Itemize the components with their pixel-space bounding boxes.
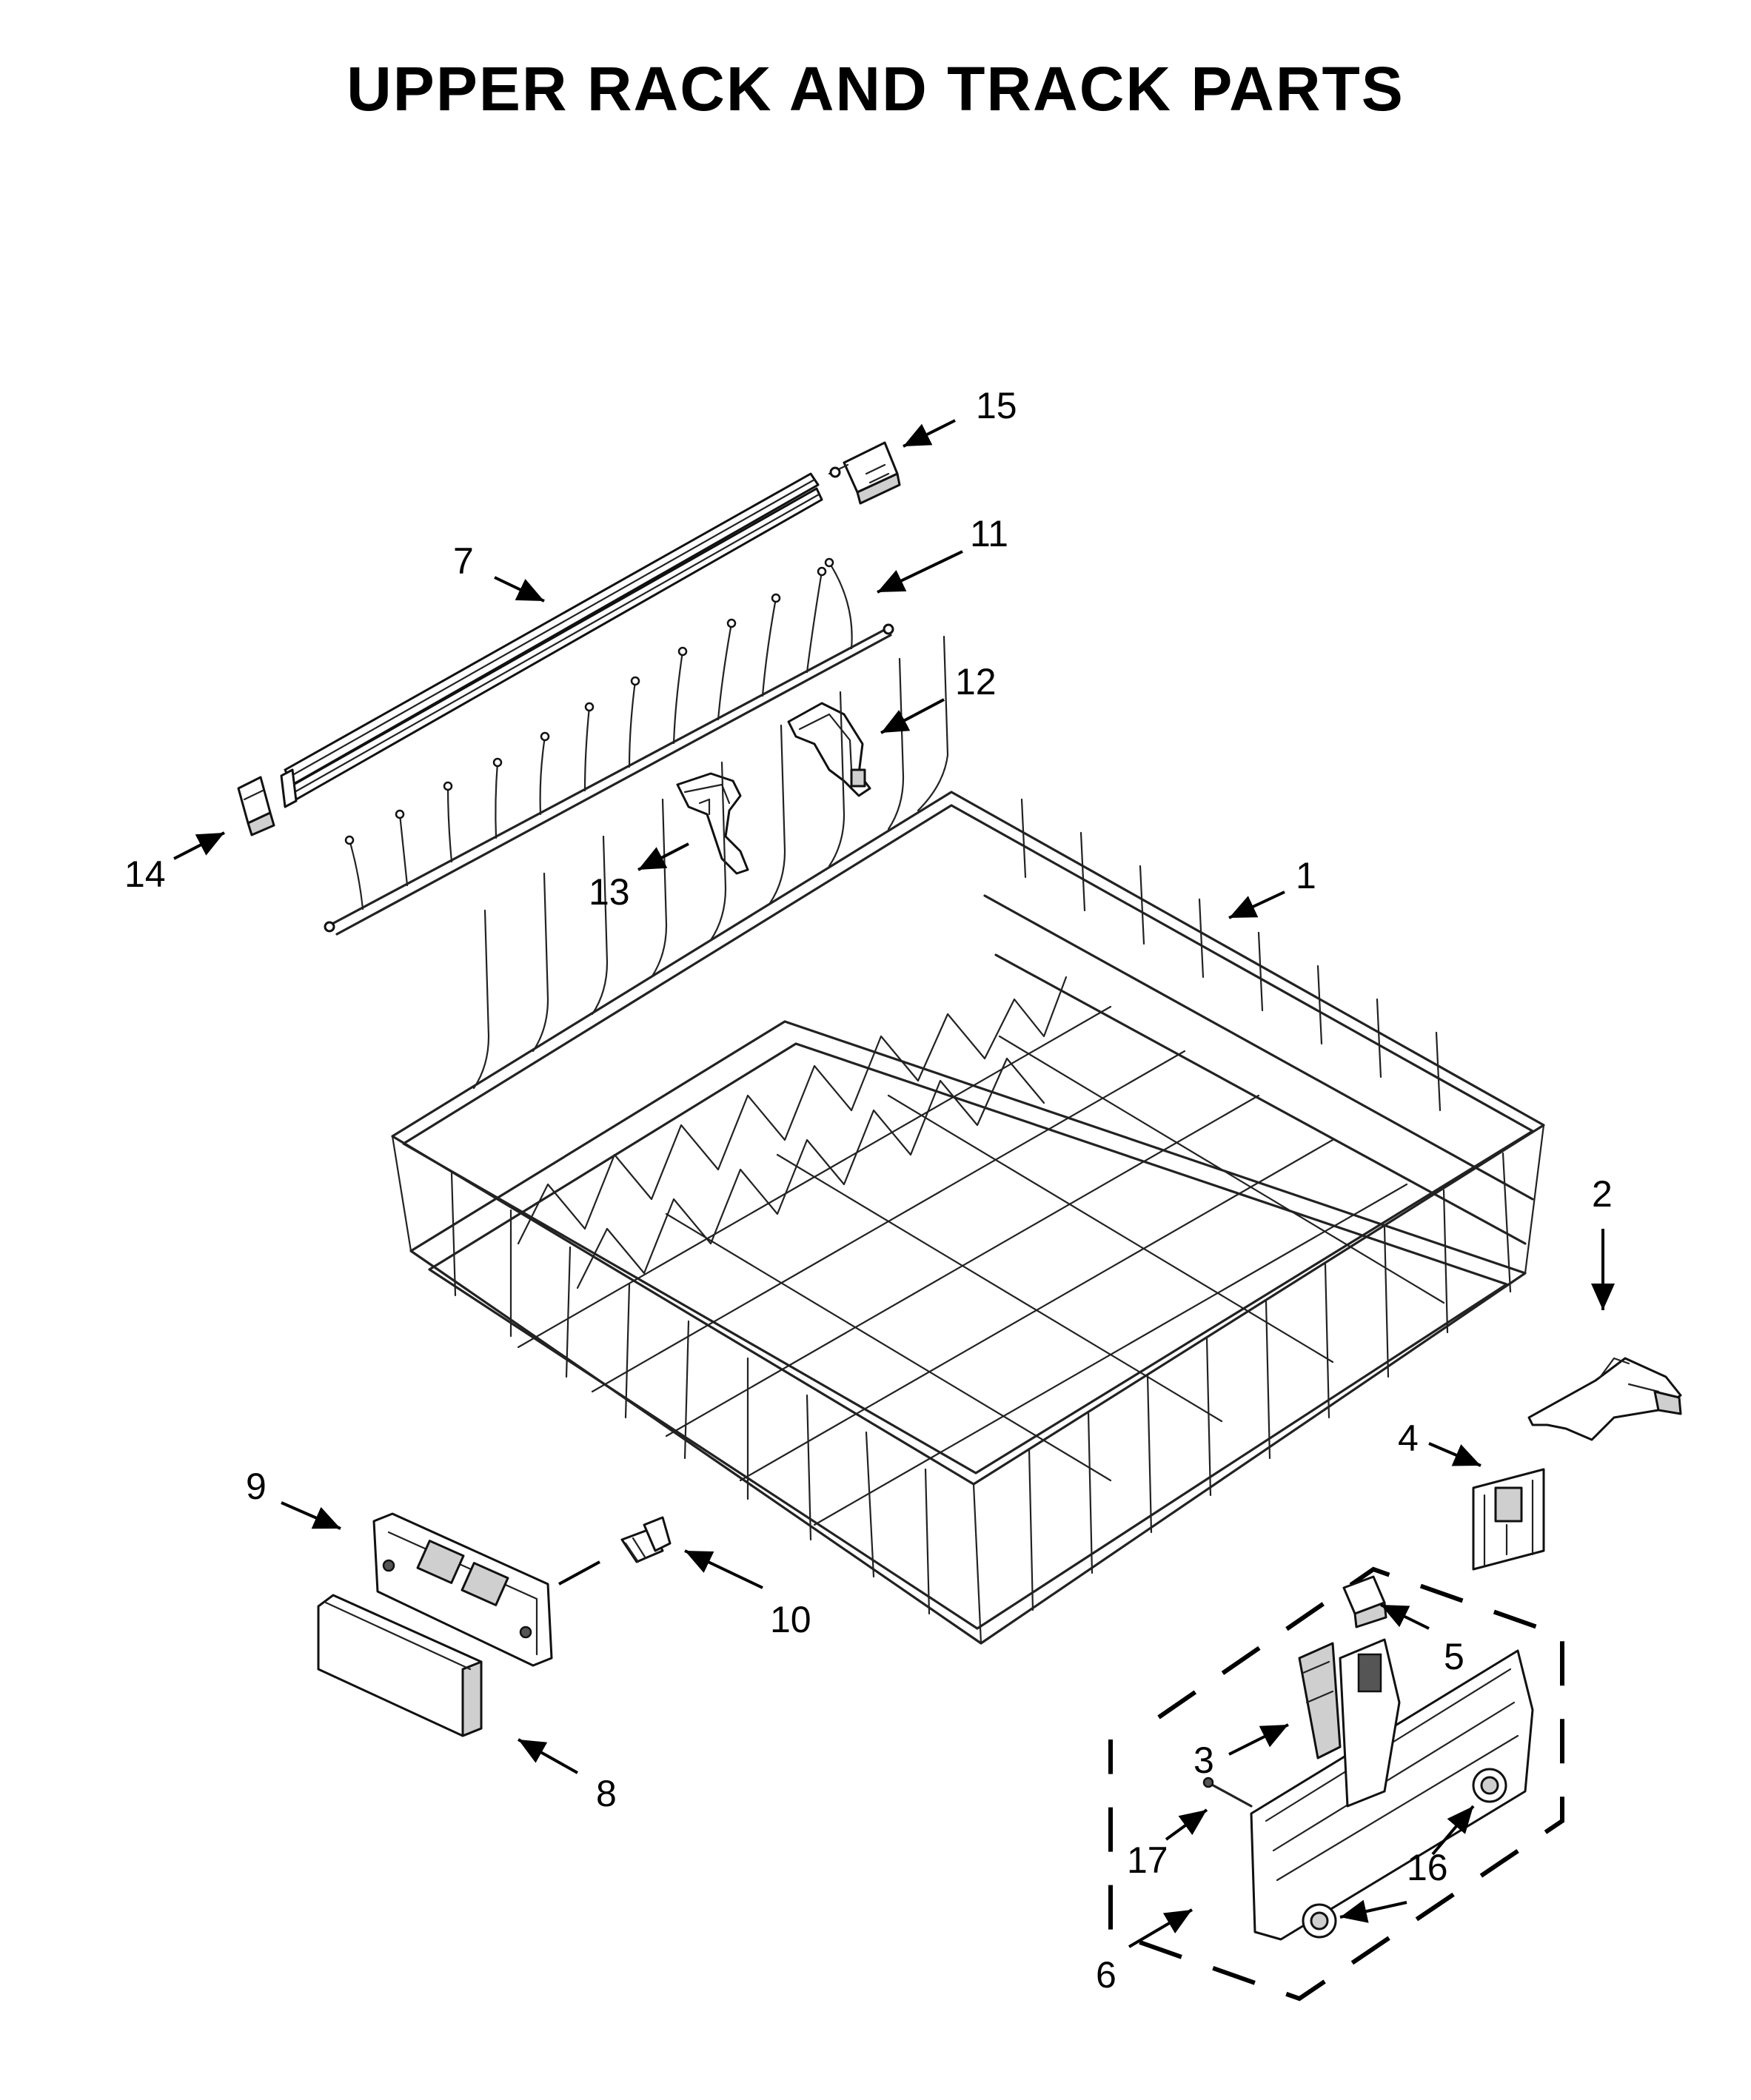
rail-end-cap-part-15 — [828, 441, 901, 505]
track-assembly-part-6 — [1108, 1566, 1564, 2002]
leader-arrows — [173, 419, 1615, 1948]
callout-2: 2 — [1592, 1173, 1613, 1215]
shelf-clip-part-13 — [676, 772, 749, 875]
shelf-clip-part-12 — [787, 702, 871, 797]
rack-latch-part-2 — [1527, 1357, 1682, 1441]
callout-14: 14 — [124, 853, 166, 895]
callout-4: 4 — [1398, 1418, 1419, 1459]
callout-10: 10 — [770, 1599, 811, 1640]
rack-rail-part-7 — [280, 472, 823, 808]
callout-7: 7 — [453, 540, 474, 582]
callout-5: 5 — [1444, 1636, 1464, 1677]
rail-end-part-14 — [237, 776, 275, 836]
cup-shelf-tines-part-11 — [324, 557, 894, 936]
callout-8: 8 — [596, 1773, 617, 1814]
callout-15: 15 — [976, 385, 1017, 426]
handle-cover-part-8 — [317, 1594, 483, 1737]
callout-numbers: 15 11 7 12 13 14 1 2 4 9 10 8 5 3 17 16 … — [124, 385, 1613, 1996]
callout-11: 11 — [970, 513, 1008, 554]
callout-12: 12 — [955, 661, 997, 702]
callout-6: 6 — [1096, 1954, 1116, 1996]
track-bracket-part-4 — [1472, 1468, 1545, 1571]
callout-16: 16 — [1407, 1847, 1448, 1888]
callout-9: 9 — [246, 1466, 267, 1507]
page-title: UPPER RACK AND TRACK PARTS — [346, 54, 1405, 124]
handle-base-part-9 — [372, 1512, 553, 1667]
callout-13: 13 — [589, 871, 630, 913]
screw-part-10 — [558, 1516, 672, 1586]
callout-17: 17 — [1127, 1839, 1168, 1881]
upper-rack-basket-part-1 — [391, 635, 1545, 1645]
callout-3: 3 — [1193, 1740, 1214, 1781]
callout-1: 1 — [1296, 855, 1316, 896]
